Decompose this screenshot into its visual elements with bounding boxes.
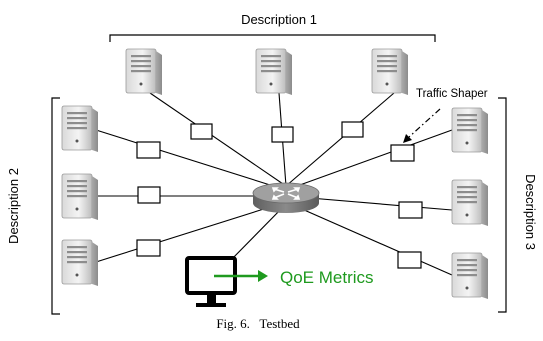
right-bracket (498, 97, 507, 313)
shaper-box-top-1 (190, 123, 213, 140)
description-2-label: Description 2 (6, 168, 21, 244)
traffic-shaper-label: Traffic Shaper (416, 88, 488, 100)
qoe-metrics-label: QoE Metrics (280, 268, 374, 287)
server-left-3 (61, 239, 99, 287)
left-bracket (51, 97, 60, 315)
shaper-box-left-2 (137, 186, 161, 204)
server-left-1 (61, 105, 99, 153)
shaper-box-right-2 (398, 201, 423, 219)
traffic-shaper-pointer (403, 108, 441, 143)
top-bracket (109, 34, 436, 42)
shaper-box-top-2 (271, 126, 294, 143)
server-top-3 (371, 48, 409, 96)
shaper-box-right-3 (397, 251, 422, 269)
qoe-arrow (214, 270, 268, 282)
server-left-2 (61, 173, 99, 221)
description-3-label: Description 3 (523, 174, 538, 250)
figure-caption: Fig. 6. Testbed (216, 316, 300, 331)
traffic-shaper-boxes (136, 121, 423, 269)
server-top-2 (255, 48, 293, 96)
shaper-box-left-1 (136, 141, 161, 159)
server-right-1 (451, 107, 489, 155)
server-right-2 (451, 179, 489, 227)
network-links (95, 92, 453, 276)
shaper-box-left-3 (136, 239, 161, 257)
shaper-box-right-1 (390, 144, 415, 162)
monitor-icon (185, 256, 237, 307)
shaper-box-top-3 (341, 121, 364, 138)
server-top-1 (125, 48, 163, 96)
router-icon (252, 182, 320, 213)
description-1-label: Description 1 (241, 12, 317, 27)
server-right-3 (451, 252, 489, 300)
